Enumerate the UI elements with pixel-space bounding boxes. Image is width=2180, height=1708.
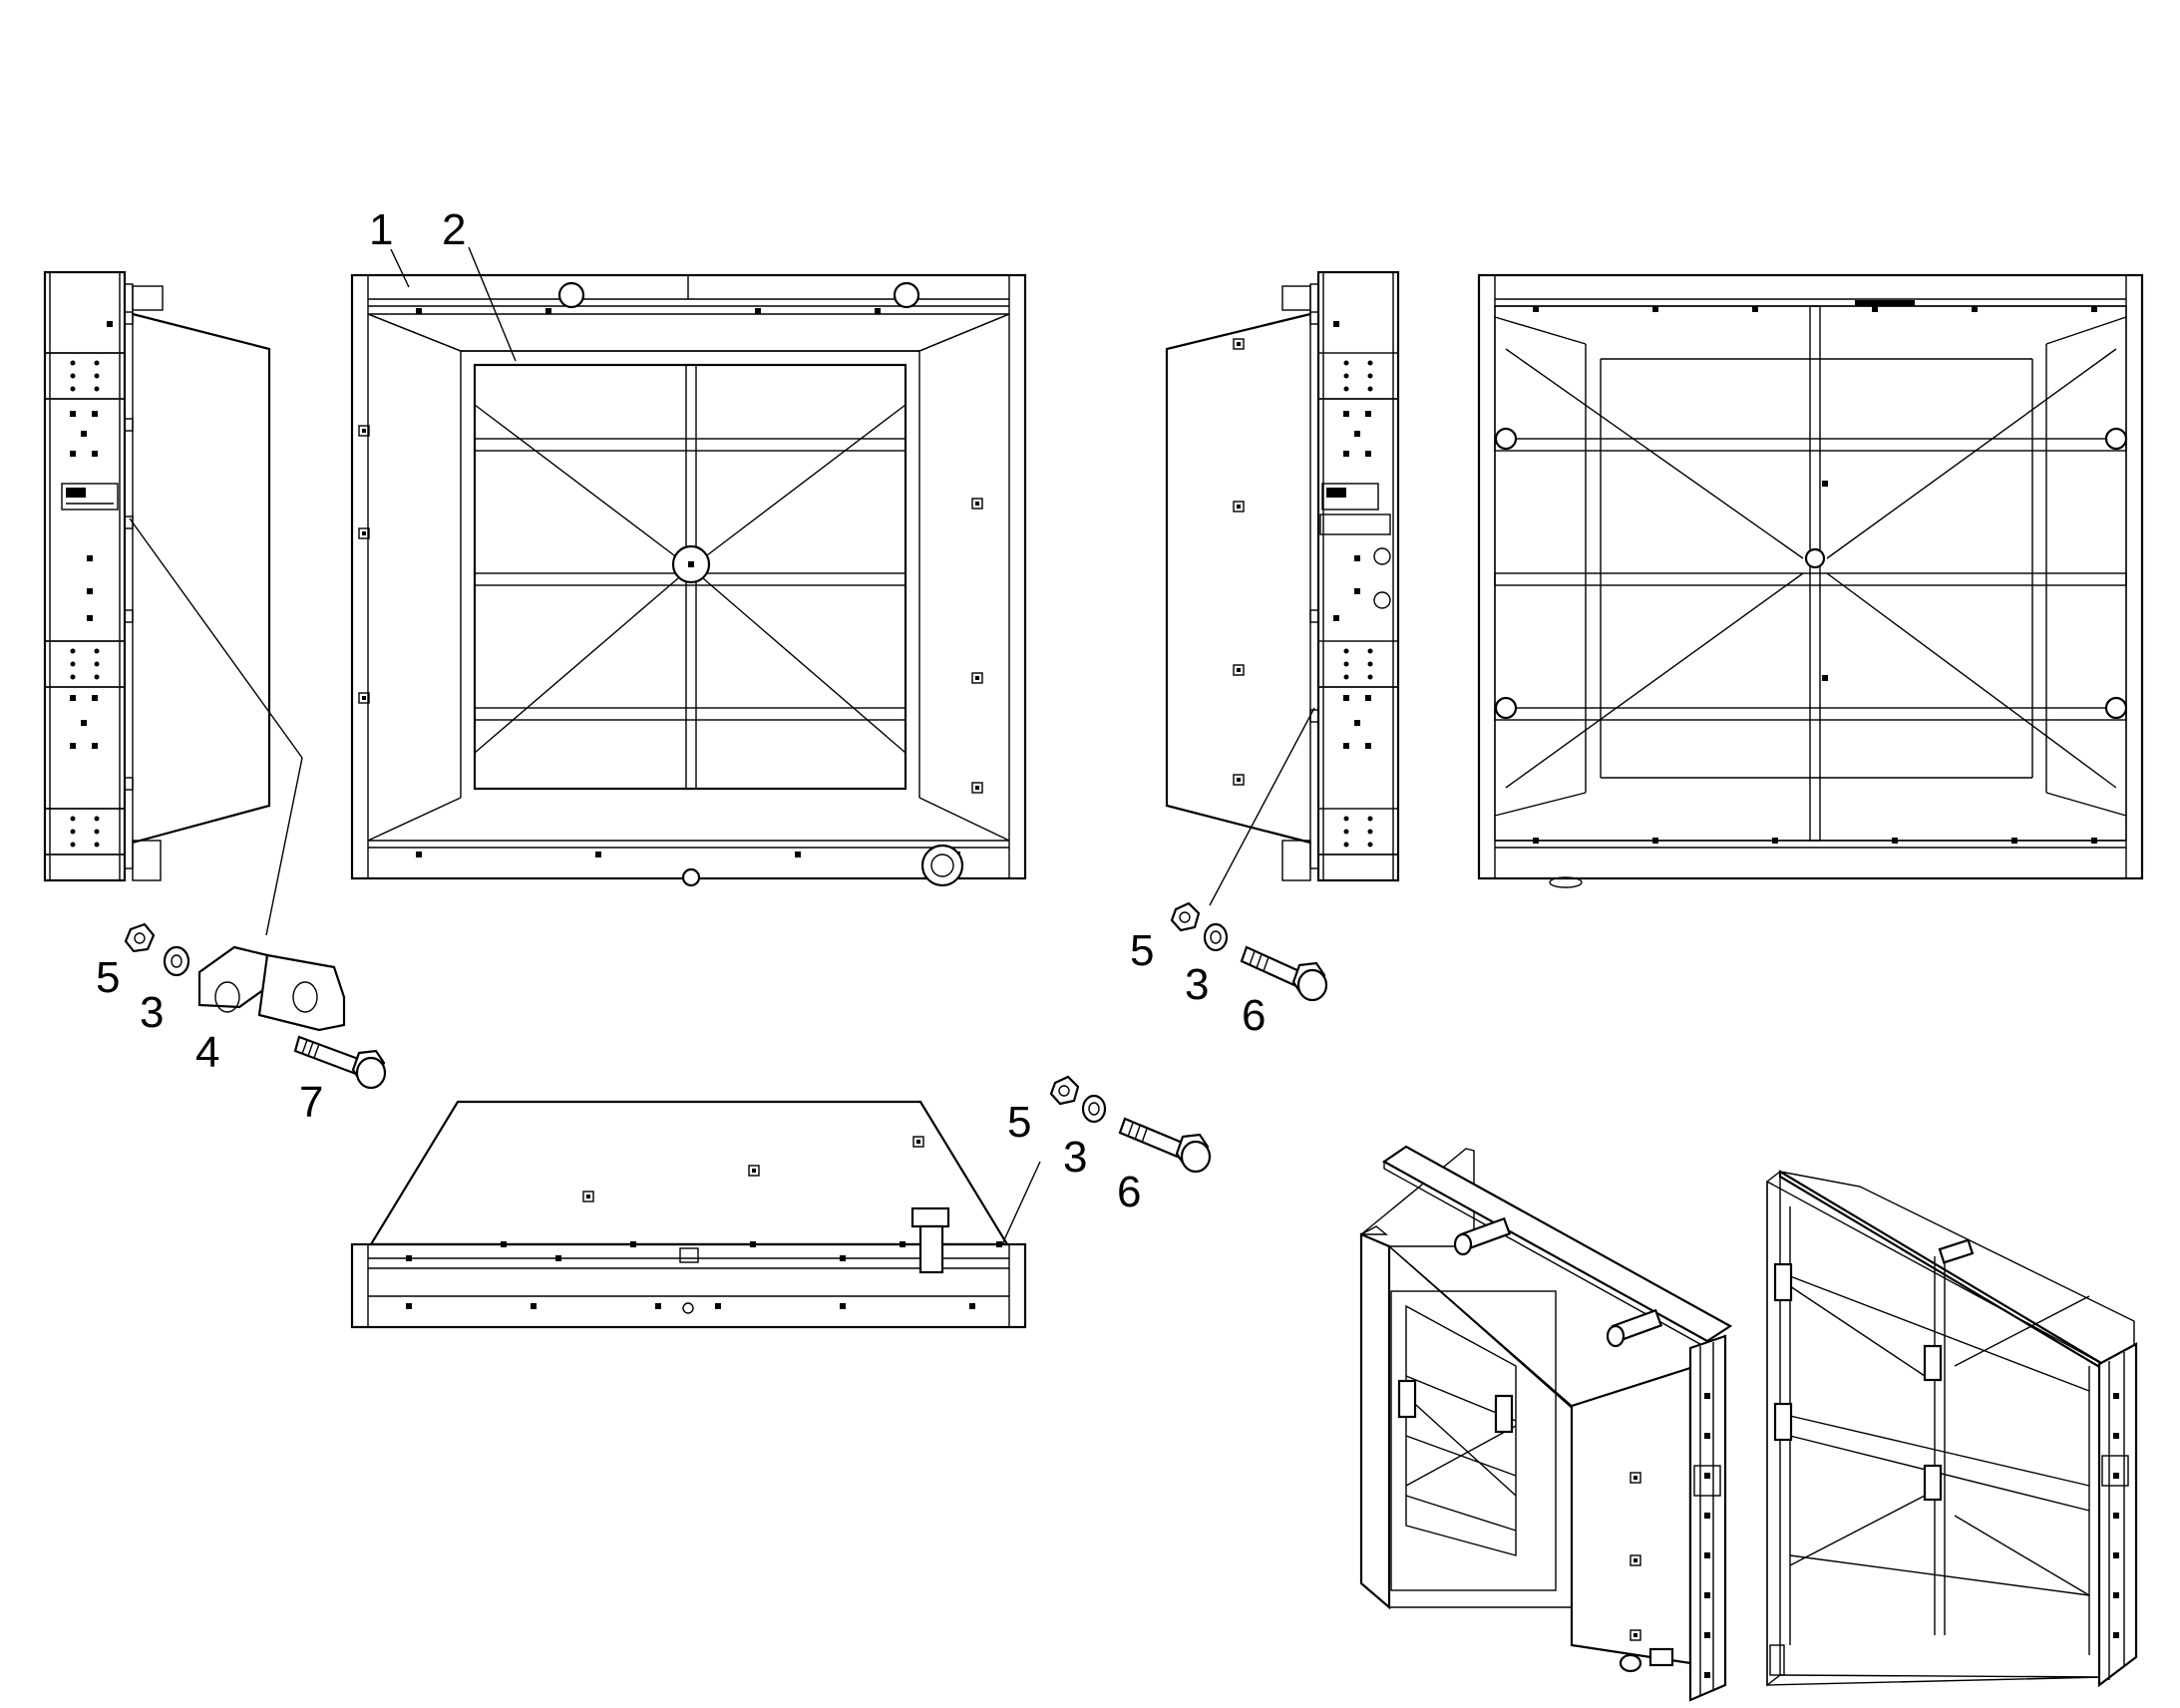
callout-4-left: 4 bbox=[195, 1028, 219, 1077]
bottom-hardware-group bbox=[1001, 1075, 1212, 1245]
callout-5-left: 5 bbox=[96, 953, 120, 1002]
isometric-view-rear bbox=[1766, 1170, 2138, 1688]
callout-3-left: 3 bbox=[140, 988, 164, 1037]
isometric-view-front bbox=[1359, 1145, 1733, 1702]
callout-7-left: 7 bbox=[299, 1078, 323, 1127]
right-side-view bbox=[1165, 270, 1400, 882]
callout-5-bottom: 5 bbox=[1007, 1098, 1031, 1147]
angle-bracket bbox=[197, 945, 269, 1009]
right-hardware-group bbox=[1170, 707, 1328, 1002]
callout-5-right: 5 bbox=[1130, 926, 1154, 975]
bottom-plan-view bbox=[350, 1100, 1027, 1329]
front-view bbox=[350, 273, 1027, 887]
callout-1: 1 bbox=[369, 205, 393, 254]
left-hardware-group bbox=[124, 517, 387, 1090]
rear-view bbox=[1477, 273, 2144, 888]
callout-3-right: 3 bbox=[1185, 960, 1209, 1009]
left-side-view bbox=[43, 270, 271, 882]
leader-2 bbox=[468, 246, 517, 362]
callout-6-bottom: 6 bbox=[1117, 1168, 1141, 1216]
leader-1 bbox=[390, 248, 410, 288]
callout-3-bottom: 3 bbox=[1063, 1133, 1087, 1182]
callout-6-right: 6 bbox=[1242, 991, 1266, 1040]
callout-2: 2 bbox=[442, 205, 466, 254]
